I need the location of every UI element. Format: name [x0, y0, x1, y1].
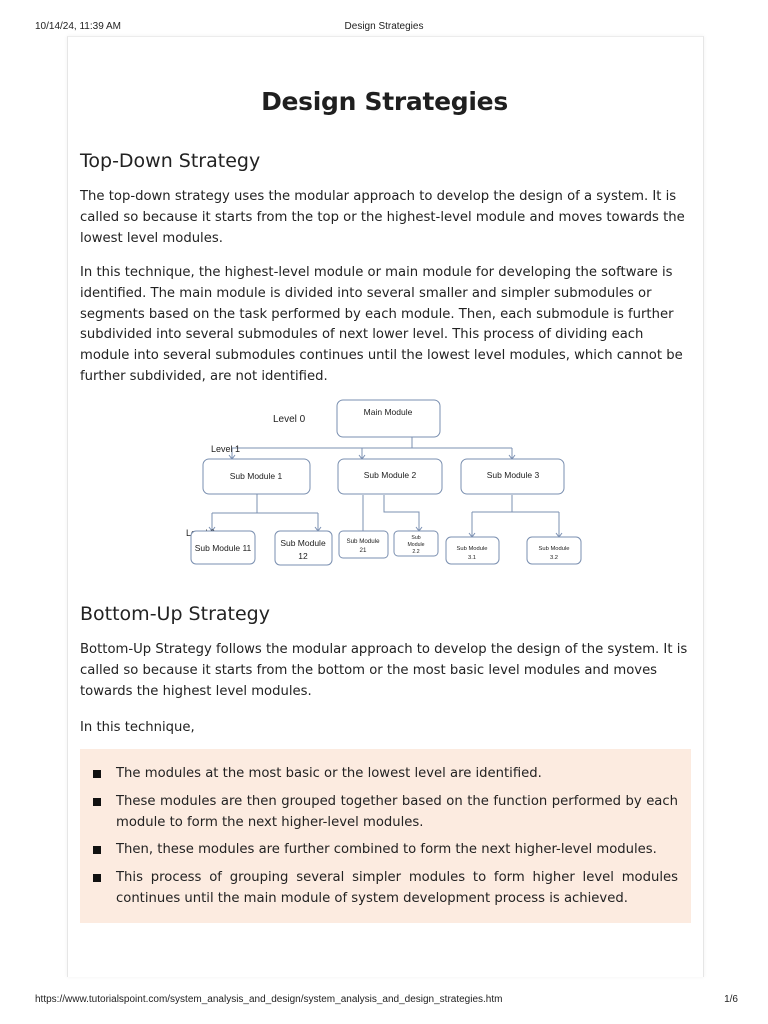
- print-page-number: 1/6: [724, 994, 738, 1005]
- module-hierarchy-diagram: Level 0 Level 1 Level 2 Main Module Sub …: [186, 399, 582, 566]
- list-item-text: Then, these modules are further combined…: [116, 842, 657, 858]
- sub-module-12-box: [274, 530, 333, 566]
- bottom-up-heading: Bottom-Up Strategy: [80, 603, 270, 625]
- bottom-up-steps-box: The modules at the most basic or the low…: [80, 749, 691, 923]
- sub-module-22-box: [393, 530, 439, 557]
- sub-module-32-box: [526, 536, 582, 565]
- article-content: Design Strategies Top-Down Strategy The …: [80, 87, 691, 923]
- top-down-heading: Top-Down Strategy: [80, 150, 261, 172]
- print-header: 10/14/24, 11:39 AM Design Strategies: [0, 0, 768, 34]
- sub-module-31-label-line2: 3.1: [468, 555, 476, 561]
- sub-module-11-label: Sub Module 11: [195, 543, 252, 553]
- sub-module-2-box: [337, 458, 443, 495]
- sub-module-3-label: Sub Module 3: [487, 470, 540, 480]
- list-item-text: The modules at the most basic or the low…: [116, 766, 542, 781]
- sub-module-12-label-line2: 12: [298, 551, 308, 561]
- list-item: This process of grouping several simpler…: [92, 868, 678, 910]
- top-down-paragraph-2: In this technique, the highest-level mod…: [80, 265, 683, 384]
- page-title: Design Strategies: [261, 87, 508, 116]
- bullet-square-icon: [93, 874, 101, 883]
- sub-module-32-label-line2: 3.2: [550, 555, 558, 561]
- sub-module-31-box: [445, 536, 500, 565]
- sub-module-32-label-line1: Sub Module: [539, 546, 570, 552]
- bullet-square-icon: [93, 797, 101, 806]
- top-down-paragraph-1: The top-down strategy uses the modular a…: [80, 189, 685, 246]
- bottom-up-paragraph-1: Bottom-Up Strategy follows the modular a…: [80, 642, 688, 699]
- sub-module-1-box: [202, 458, 311, 495]
- main-module-label: Main Module: [364, 407, 413, 417]
- print-url: https://www.tutorialspoint.com/system_an…: [35, 994, 503, 1005]
- list-item-text: These modules are then grouped together …: [116, 793, 678, 830]
- sub-module-22-label-line2: Module: [407, 542, 424, 548]
- list-item-text: This process of grouping several simpler…: [116, 870, 678, 906]
- level-1-label: Level 1: [211, 444, 240, 454]
- bottom-up-steps-list: The modules at the most basic or the low…: [92, 764, 678, 917]
- print-document-title: Design Strategies: [344, 21, 424, 32]
- sub-module-22-label-line1: Sub: [411, 535, 420, 541]
- sub-module-31-label-line1: Sub Module: [457, 546, 488, 552]
- print-timestamp: 10/14/24, 11:39 AM: [35, 21, 121, 32]
- level-0-label: Level 0: [273, 414, 306, 425]
- list-item: The modules at the most basic or the low…: [92, 764, 678, 785]
- sub-module-11-box: [190, 530, 256, 565]
- top-down-diagram: Level 0 Level 1 Level 2 Main Module Sub …: [182, 399, 602, 582]
- sub-module-21-box: [338, 530, 389, 559]
- sub-module-21-label-line1: Sub Module: [346, 538, 380, 545]
- sub-module-12-label-line1: Sub Module: [280, 538, 326, 548]
- list-item: Then, these modules are further combined…: [92, 840, 678, 861]
- sub-module-2-label: Sub Module 2: [364, 470, 417, 480]
- sub-module-3-box: [460, 458, 565, 495]
- bullet-square-icon: [93, 846, 101, 855]
- sub-module-21-label-line2: 21: [360, 547, 367, 554]
- bullet-square-icon: [93, 770, 101, 778]
- bottom-up-paragraph-2: In this technique,: [80, 720, 195, 735]
- article-page: Design Strategies Top-Down Strategy The …: [67, 36, 704, 977]
- list-item: These modules are then grouped together …: [92, 792, 678, 834]
- sub-module-1-label: Sub Module 1: [230, 471, 283, 481]
- main-module-box: [336, 399, 441, 438]
- sub-module-22-label-line3: 2.2: [412, 549, 419, 555]
